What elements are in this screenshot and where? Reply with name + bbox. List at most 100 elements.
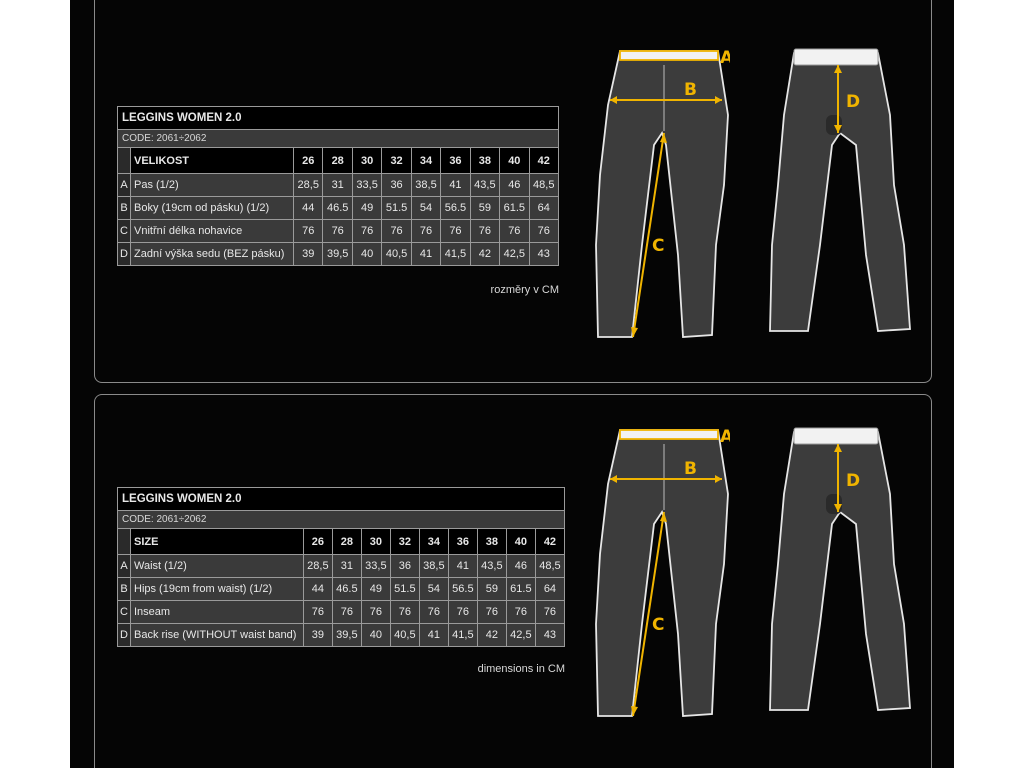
size-header: 30 bbox=[360, 528, 391, 555]
units-note: dimensions in CM bbox=[477, 663, 565, 675]
panel-czech bbox=[94, 0, 932, 383]
cell: 49 bbox=[351, 196, 383, 220]
cell: 28,5 bbox=[293, 173, 324, 197]
size-header: 38 bbox=[476, 528, 507, 555]
cell: 41,5 bbox=[440, 242, 471, 266]
cell: 42 bbox=[469, 242, 501, 266]
cell: 33,5 bbox=[360, 554, 391, 578]
row-label: Boky (19cm od pásku) (1/2) bbox=[129, 196, 295, 220]
cell: 39,5 bbox=[322, 242, 353, 266]
size-header: 28 bbox=[331, 528, 362, 555]
cell: 46 bbox=[505, 554, 536, 578]
arrow-b-left-head bbox=[610, 475, 617, 483]
table-title: LEGGINS WOMEN 2.0 bbox=[117, 487, 565, 511]
arrow-c-bottom-head bbox=[631, 327, 638, 337]
arrow-c bbox=[632, 511, 665, 717]
pants-back-shape bbox=[769, 52, 911, 332]
cell: 41 bbox=[440, 173, 471, 197]
cell: 38,5 bbox=[410, 173, 442, 197]
cell: 64 bbox=[534, 577, 566, 601]
cell: 43,5 bbox=[476, 554, 507, 578]
pants-front-illustration: A B C bbox=[595, 427, 730, 717]
size-header: 32 bbox=[381, 147, 412, 174]
row-letter: C bbox=[117, 600, 131, 624]
dim-label-c: C bbox=[652, 615, 664, 635]
pants-back-illustration: D bbox=[769, 48, 911, 332]
cell: 56.5 bbox=[440, 196, 471, 220]
row-label: Hips (19cm from waist) (1/2) bbox=[130, 577, 304, 601]
arrow-d-top-head bbox=[834, 444, 842, 452]
cell: 46.5 bbox=[331, 577, 362, 601]
size-chart-canvas: LEGGINS WOMEN 2.0 CODE: 2061÷2062 VELIKO… bbox=[70, 0, 954, 768]
cell: 39 bbox=[302, 623, 333, 647]
cell: 38,5 bbox=[418, 554, 449, 578]
row-label: Inseam bbox=[130, 600, 304, 624]
size-header: 28 bbox=[322, 147, 353, 174]
back-waistband bbox=[793, 427, 879, 445]
cell: 76 bbox=[389, 600, 420, 624]
arrow-c-top-head bbox=[660, 512, 667, 522]
cell: 41 bbox=[410, 242, 442, 266]
cell: 54 bbox=[410, 196, 442, 220]
cell: 76 bbox=[410, 219, 442, 243]
dim-label-b: B bbox=[684, 80, 697, 100]
cell: 76 bbox=[528, 219, 560, 243]
cell: 76 bbox=[447, 600, 478, 624]
cell: 41 bbox=[418, 623, 449, 647]
arrow-c-bottom-head bbox=[631, 706, 638, 716]
back-waistband bbox=[793, 48, 879, 66]
header-size-label: SIZE bbox=[130, 528, 304, 555]
cell: 36 bbox=[389, 554, 420, 578]
cell: 31 bbox=[322, 173, 353, 197]
cell: 51.5 bbox=[381, 196, 412, 220]
arrow-d-top-head bbox=[834, 65, 842, 73]
cell: 43 bbox=[534, 623, 566, 647]
row-label: Waist (1/2) bbox=[130, 554, 304, 578]
cell: 36 bbox=[381, 173, 412, 197]
row-letter: C bbox=[117, 219, 131, 243]
dim-label-a: A bbox=[720, 48, 730, 68]
cell: 40,5 bbox=[381, 242, 412, 266]
size-table-czech: LEGGINS WOMEN 2.0 CODE: 2061÷2062 VELIKO… bbox=[117, 106, 560, 266]
header-size-label: VELIKOST bbox=[129, 147, 295, 174]
cell: 40 bbox=[351, 242, 383, 266]
cell: 46 bbox=[499, 173, 530, 197]
cell: 39,5 bbox=[331, 623, 362, 647]
table-row: A Waist (1/2) 28,5 31 33,5 36 38,5 41 43… bbox=[117, 554, 566, 578]
cell: 76 bbox=[505, 600, 536, 624]
cell: 76 bbox=[440, 219, 471, 243]
cell: 42,5 bbox=[499, 242, 530, 266]
dim-label-a: A bbox=[720, 427, 730, 447]
arrow-b-left-head bbox=[610, 96, 617, 104]
size-header: 36 bbox=[447, 528, 478, 555]
row-label: Back rise (WITHOUT waist band) bbox=[130, 623, 304, 647]
pants-back-shape bbox=[769, 431, 911, 711]
size-header: 26 bbox=[302, 528, 333, 555]
size-header: 34 bbox=[418, 528, 449, 555]
row-letter: D bbox=[117, 242, 131, 266]
cell: 76 bbox=[476, 600, 507, 624]
header-letter-cell bbox=[117, 528, 131, 555]
cell: 76 bbox=[469, 219, 501, 243]
pants-front-illustration: A B C bbox=[595, 48, 730, 338]
waistband bbox=[619, 429, 719, 440]
cell: 43,5 bbox=[469, 173, 501, 197]
cell: 46.5 bbox=[322, 196, 353, 220]
cell: 31 bbox=[331, 554, 362, 578]
table-row: A Pas (1/2) 28,5 31 33,5 36 38,5 41 43,5… bbox=[117, 173, 560, 197]
header-letter-cell bbox=[117, 147, 131, 174]
cell: 76 bbox=[351, 219, 383, 243]
pants-front-shape bbox=[595, 50, 729, 338]
row-letter: A bbox=[117, 173, 131, 197]
cell: 76 bbox=[302, 600, 333, 624]
table-row: D Zadní výška sedu (BEZ pásku) 39 39,5 4… bbox=[117, 242, 560, 266]
row-letter: A bbox=[117, 554, 131, 578]
row-label: Pas (1/2) bbox=[129, 173, 295, 197]
cell: 40,5 bbox=[389, 623, 420, 647]
cell: 54 bbox=[418, 577, 449, 601]
table-title: LEGGINS WOMEN 2.0 bbox=[117, 106, 559, 130]
cell: 40 bbox=[360, 623, 391, 647]
cell: 28,5 bbox=[302, 554, 333, 578]
dim-label-b: B bbox=[684, 459, 697, 479]
pants-back-illustration: D bbox=[769, 427, 911, 711]
